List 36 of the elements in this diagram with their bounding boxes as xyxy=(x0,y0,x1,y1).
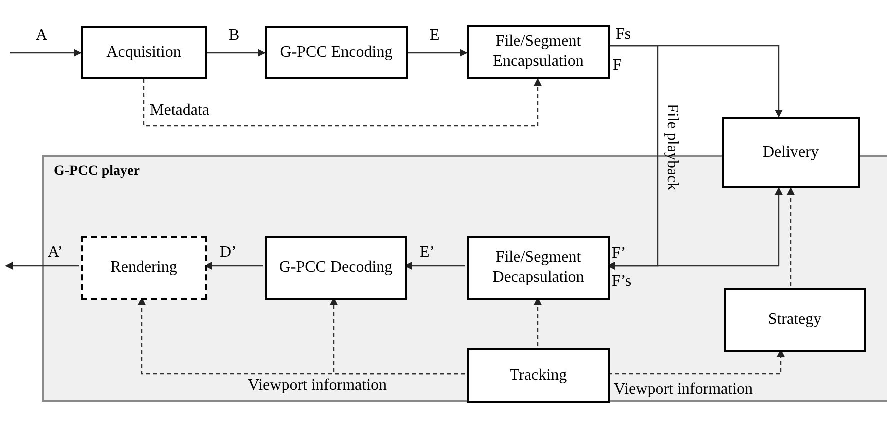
process-box: Rendering xyxy=(81,236,207,300)
dashed-arrow xyxy=(608,349,785,375)
arrow xyxy=(408,49,468,57)
edge-label: D’ xyxy=(220,243,237,263)
arrow xyxy=(404,262,465,270)
edge-label: Fs xyxy=(616,25,632,45)
edge-label: Viewport information xyxy=(248,376,388,396)
process-box: Delivery xyxy=(722,117,860,188)
edge-label: Metadata xyxy=(150,101,210,121)
edge-label: B xyxy=(229,26,240,46)
dashed-arrow xyxy=(143,78,542,127)
arrow xyxy=(607,187,783,270)
dashed-arrow xyxy=(534,297,542,346)
edge-label: A’ xyxy=(48,243,64,263)
process-box: G-PCC Decoding xyxy=(265,236,407,300)
signal-label: F xyxy=(613,56,622,76)
process-box: File/Segment Decapsulation xyxy=(467,236,610,300)
signal-label: F’ xyxy=(612,244,626,264)
dashed-arrow xyxy=(138,297,465,375)
region-title: G-PCC player xyxy=(54,163,140,181)
edge-label: E xyxy=(430,26,440,46)
process-box: File/Segment Encapsulation xyxy=(467,25,610,79)
arrow xyxy=(204,262,263,270)
edge-label: Viewport information xyxy=(614,380,754,400)
arrow xyxy=(207,49,266,57)
edge-label: A xyxy=(36,26,48,46)
process-box: Acquisition xyxy=(81,26,207,79)
dashed-arrow xyxy=(787,187,795,286)
edge-label: E’ xyxy=(420,243,436,263)
arrow xyxy=(5,262,79,270)
process-box: G-PCC Encoding xyxy=(265,26,408,79)
arrow xyxy=(10,49,82,57)
signal-label: F’s xyxy=(612,272,632,292)
process-box: Tracking xyxy=(467,348,610,403)
process-box: Strategy xyxy=(724,288,866,352)
edge-label: File playback xyxy=(663,104,682,191)
